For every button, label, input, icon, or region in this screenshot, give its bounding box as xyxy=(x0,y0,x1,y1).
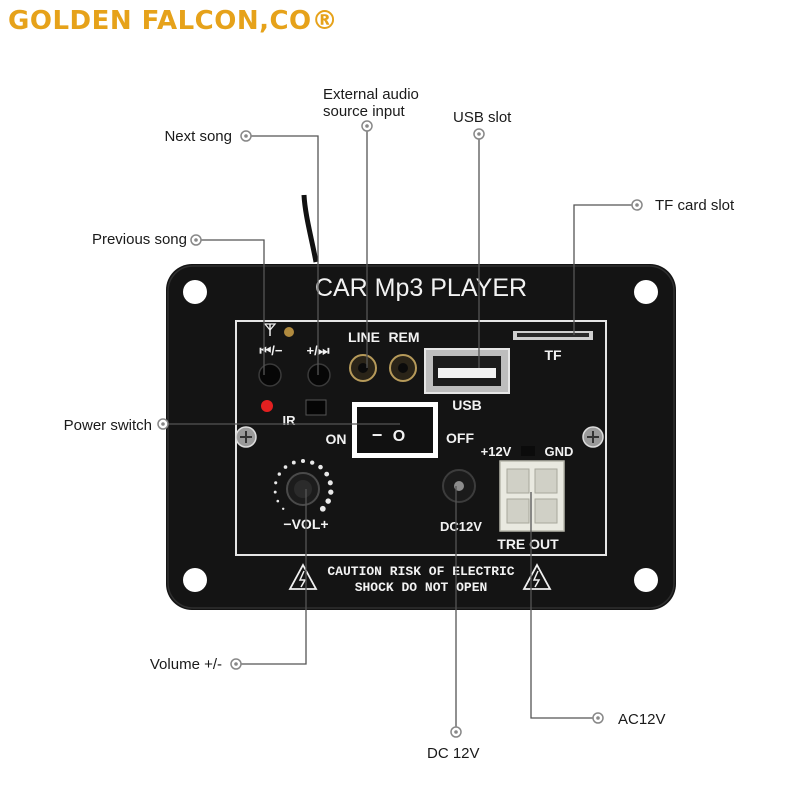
mount-hole-bottom-left xyxy=(183,568,207,592)
volume-scale-dot xyxy=(318,464,323,470)
antenna-icon xyxy=(263,323,277,336)
volume-scale-dot xyxy=(283,465,288,469)
volume-scale-dot xyxy=(327,480,333,486)
callout-power-switch: Power switch xyxy=(63,417,152,434)
volume-scale-dot xyxy=(273,490,277,494)
antenna-cable xyxy=(301,194,319,263)
off-label: OFF xyxy=(446,430,474,446)
screw-right xyxy=(582,426,604,448)
rem-label: REM xyxy=(388,329,419,345)
leader-volume xyxy=(236,489,307,665)
screw-left xyxy=(235,426,257,448)
connector-pin-1 xyxy=(506,468,530,494)
warning-icon-left xyxy=(288,563,318,590)
line-in-jack-hole xyxy=(358,363,368,373)
volume-scale-dot xyxy=(277,472,281,476)
marker-dot-dc12v xyxy=(454,730,458,734)
connector-pin-2 xyxy=(534,468,558,494)
connector-latch xyxy=(521,446,535,456)
ir-receiver xyxy=(305,399,327,416)
prev-song-button[interactable] xyxy=(258,363,282,387)
volume-scale-dot xyxy=(291,460,296,465)
volume-scale-dot xyxy=(324,471,330,477)
leader-tf-card-slot xyxy=(573,204,637,335)
volume-scale-dot xyxy=(325,498,331,504)
volume-scale-dot xyxy=(319,505,326,512)
callout-dc12v: DC 12V xyxy=(427,745,480,762)
panel-edge xyxy=(167,265,675,609)
brand-logo: GOLDEN FALCON,CO® xyxy=(8,6,339,36)
panel-title: CAR Mp3 PLAYER xyxy=(315,274,527,302)
callout-tf-card-slot: TF card slot xyxy=(655,197,735,214)
connector-pin-4 xyxy=(534,498,558,524)
mount-hole-top-left xyxy=(183,280,207,304)
volume-scale-dot xyxy=(282,507,285,510)
plus12v-label: +12V xyxy=(481,444,512,459)
volume-scale-dot xyxy=(310,460,315,465)
caution-line-1: CAUTION RISK OF ELECTRIC xyxy=(327,564,514,579)
mount-hole-bottom-right xyxy=(634,568,658,592)
rem-jack-hole xyxy=(398,363,408,373)
callout-external-audio-line1: External audio xyxy=(323,86,419,103)
leader-ac12v xyxy=(530,492,598,719)
callout-volume: Volume +/- xyxy=(149,656,222,673)
leader-previous-song xyxy=(196,239,265,375)
usb-label: USB xyxy=(452,397,482,413)
prev-button-label: ⏮/− xyxy=(260,343,283,358)
dc12v-label: DC12V xyxy=(440,519,482,534)
callout-previous-song: Previous song xyxy=(91,231,187,248)
volume-scale-dot xyxy=(274,481,278,485)
marker-dot-usb-slot xyxy=(477,132,481,136)
callout-ac12v: AC12V xyxy=(618,711,666,728)
volume-knob-cap xyxy=(294,480,312,498)
marker-dot-power-switch xyxy=(161,422,165,426)
status-led xyxy=(284,327,294,337)
callout-external-audio: External audio source input xyxy=(323,86,419,120)
leader-next-song xyxy=(246,135,319,375)
tf-card-slot-opening xyxy=(517,333,589,337)
next-song-button[interactable] xyxy=(307,363,331,387)
tre-out-label: TRE OUT xyxy=(497,536,559,552)
volume-scale-dot xyxy=(276,499,280,503)
marker-dot-volume xyxy=(234,662,238,666)
callout-usb-slot: USB slot xyxy=(453,109,512,126)
ir-label: IR xyxy=(283,413,297,428)
power-switch[interactable] xyxy=(357,407,433,453)
caution-line-2: SHOCK DO NOT OPEN xyxy=(355,580,488,595)
marker-dot-tf-card-slot xyxy=(635,203,639,207)
tf-label: TF xyxy=(544,347,562,363)
line-label: LINE xyxy=(348,329,380,345)
power-switch-on-glyph: O xyxy=(393,428,405,445)
usb-slot-tongue xyxy=(438,368,496,378)
marker-dot-next-song xyxy=(244,134,248,138)
marker-dot-ac12v xyxy=(596,716,600,720)
connector-pin-3 xyxy=(506,498,530,524)
on-label: ON xyxy=(326,431,347,447)
power-led xyxy=(261,400,273,412)
gnd-label: GND xyxy=(545,444,574,459)
callout-external-audio-line2: source input xyxy=(323,103,405,120)
marker-dot-external-audio xyxy=(365,124,369,128)
volume-scale-dot xyxy=(300,458,306,464)
power-switch-off-glyph: − xyxy=(372,425,383,445)
marker-dot-previous-song xyxy=(194,238,198,242)
mount-hole-top-right xyxy=(634,280,658,304)
volume-scale-dots xyxy=(273,458,334,512)
callout-next-song: Next song xyxy=(164,128,232,145)
volume-scale-dot xyxy=(328,489,334,495)
